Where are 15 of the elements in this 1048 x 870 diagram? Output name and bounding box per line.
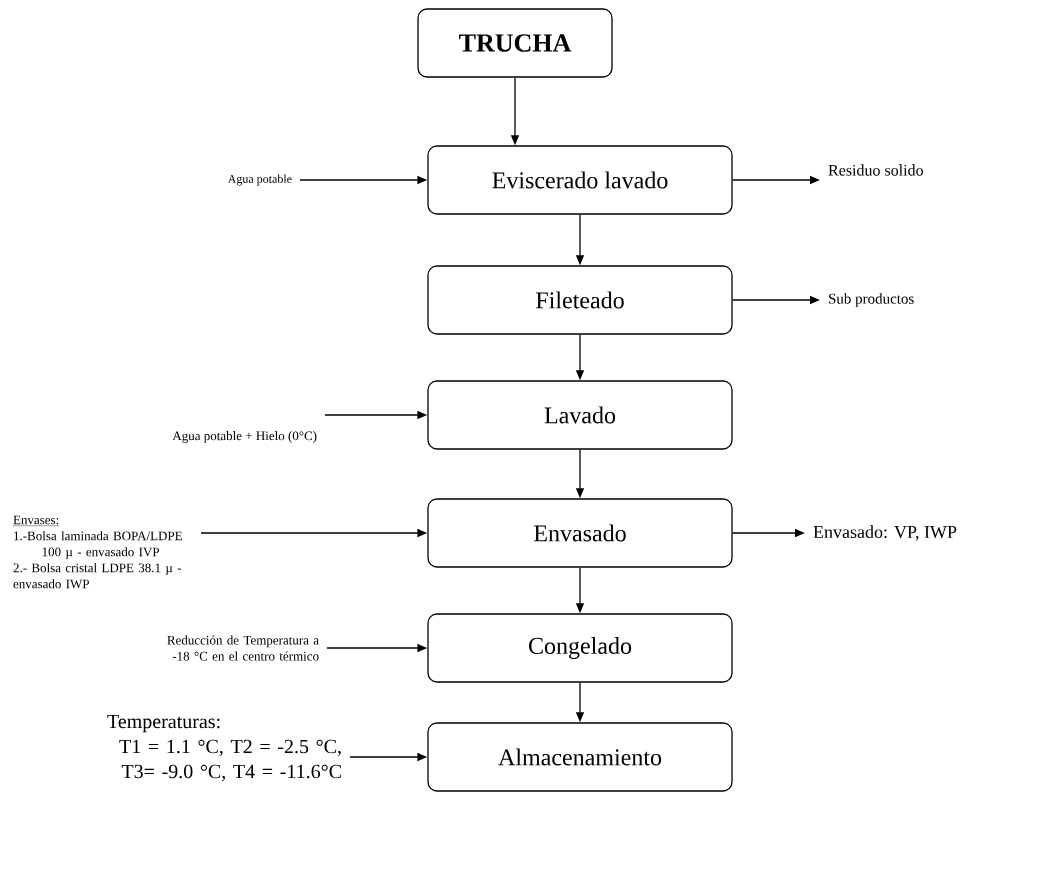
process-box: Eviscerado lavado: [427, 145, 733, 215]
side-label: Agua potable + Hielo (0°C): [172, 431, 317, 443]
process-box: Envasado: [427, 498, 733, 568]
side-label: Residuo solido: [828, 164, 923, 176]
process-box: Almacenamiento: [427, 722, 733, 792]
side-label: Reducción de Temperatura a -18 °C en el centro térmico: [167, 635, 319, 661]
process-box: Fileteado: [427, 265, 733, 335]
side-label: Envasado: VP, IWP: [813, 525, 957, 541]
process-box: Lavado: [427, 380, 733, 450]
side-label: Agua potable: [227, 174, 292, 186]
process-box: TRUCHA: [417, 8, 613, 78]
side-label: Sub productos: [829, 293, 914, 307]
side-label: Temperaturas: T1 = 1.1 °C, T2 = -2.5 °C, T3= -9.0 °C, T4 = -11.6°C: [107, 714, 341, 782]
side-label: Envases: 1.-Bolsa laminada BOPA/LDPE 100 µ - envasado IVP 2.- Bolsa cristal LDPE 38.1 µ - envasado IWP: [12, 515, 182, 589]
process-box: Congelado: [427, 613, 733, 683]
